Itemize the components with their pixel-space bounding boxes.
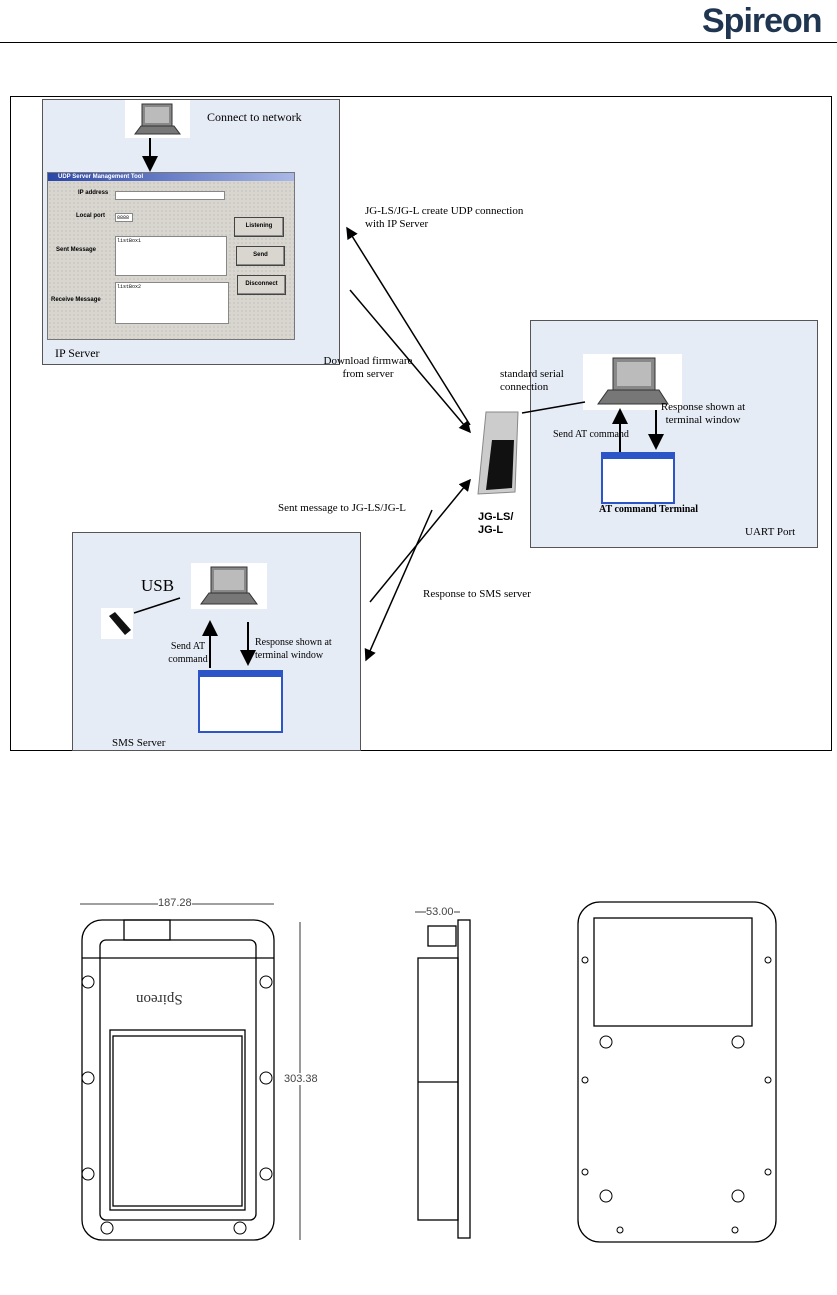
laptop-icon [125, 100, 190, 138]
ip-address-input[interactable] [115, 191, 225, 200]
ip-address-label: IP address [78, 190, 109, 196]
ip-server-title: IP Server [55, 346, 100, 360]
send-at-label: Send AT command [168, 641, 208, 665]
response-sms-label: Response to SMS server [423, 588, 531, 600]
mirrored-spireon-logo: Spireon [136, 991, 183, 1007]
terminal-label: AT command Terminal [599, 504, 699, 515]
receive-listbox[interactable]: listBox2 [115, 282, 229, 324]
back-view-drawing [577, 901, 777, 1243]
serial-cable [521, 401, 586, 414]
response-label: Response shown at terminal window [660, 401, 746, 426]
side-view-drawing [415, 911, 471, 1239]
send-button[interactable]: Send [236, 246, 285, 266]
header-divider [0, 42, 837, 43]
device-label: JG-LS/ JG-L [478, 511, 514, 536]
connect-network-label: Connect to network [207, 110, 302, 124]
technical-drawings [80, 901, 777, 1243]
arrow-download [349, 289, 471, 434]
serial-connection-label: standard serial connection [500, 368, 564, 393]
uart-title: UART Port [745, 526, 796, 538]
receive-message-label: Receive Message [51, 297, 101, 303]
udp-connection-label: JG-LS/JG-L create UDP connection with IP… [365, 205, 524, 230]
width-dimension: 187.28 [158, 897, 192, 909]
sent-message-label: Sent message to JG-LS/JG-L [278, 502, 407, 514]
communication-diagram [10, 96, 832, 751]
local-port-input[interactable]: 8888 [115, 213, 133, 222]
download-firmware-label: Download firmware from server [323, 355, 413, 380]
response-label: Response shown at terminal window [255, 637, 332, 661]
terminal-window-icon [601, 452, 675, 504]
listening-button[interactable]: Listening [234, 217, 284, 237]
send-at-label: Send AT command [553, 429, 629, 440]
spireon-logo: Spireon [702, 2, 823, 40]
arrow-response-sms [364, 509, 433, 662]
sent-message-label: Sent Message [56, 247, 97, 253]
sent-listbox[interactable]: listBox1 [115, 236, 227, 276]
jg-device-icon [477, 411, 519, 495]
front-view-drawing [80, 903, 301, 1241]
arrow-udp [346, 226, 471, 426]
local-port-label: Local port [76, 213, 106, 219]
arrow-sent-message [369, 478, 471, 603]
usb-label: USB [141, 576, 175, 595]
depth-dimension: 53.00 [426, 906, 454, 918]
laptop-icon [583, 354, 682, 410]
height-dimension: 303.38 [284, 1073, 318, 1085]
window-title: UDP Server Management Tool [48, 173, 294, 181]
laptop-icon [191, 563, 267, 609]
udp-server-window: UDP Server Management Tool IP address Lo… [47, 172, 295, 340]
terminal-window-icon [198, 670, 283, 733]
usb-modem-icon [101, 608, 133, 639]
diagram-arrows [133, 138, 664, 668]
disconnect-button[interactable]: Disconnect [237, 275, 286, 295]
sms-server-title: SMS Server [112, 737, 166, 749]
